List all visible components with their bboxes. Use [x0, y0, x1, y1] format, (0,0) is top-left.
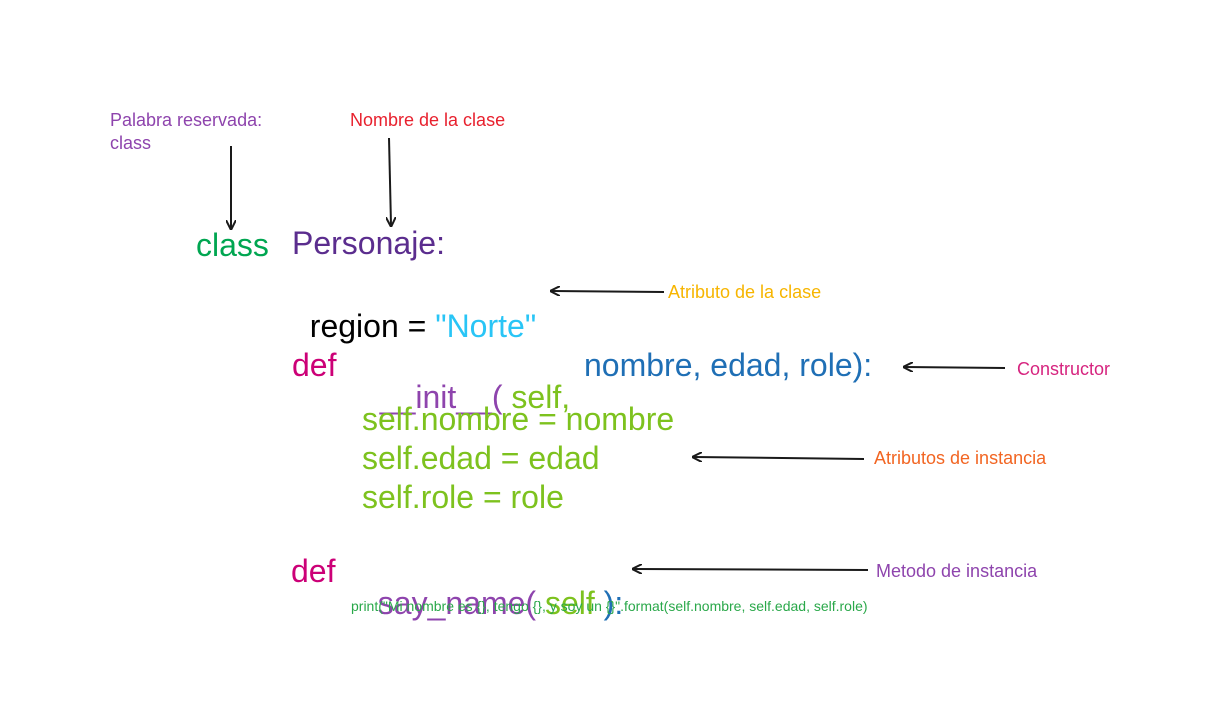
code-say-close: ):: [603, 585, 624, 621]
code-say-name: say_name(: [377, 585, 537, 621]
code-region-value: "Norte": [435, 308, 537, 344]
code-def-keyword-say: def: [291, 553, 336, 589]
annotation-class-name: Nombre de la clase: [350, 110, 506, 130]
annotation-instance-method: Metodo de instancia: [876, 561, 1038, 581]
code-init-line: __init__( self,: [362, 349, 570, 413]
code-region-line: region = "Norte": [292, 278, 536, 342]
annotation-class-attribute: Atributo de la clase: [668, 282, 822, 302]
code-init-self: self,: [502, 379, 571, 415]
code-region-var: region =: [309, 308, 436, 344]
code-say-line: say_name( self ):: [360, 555, 623, 619]
code-init-name: __init__(: [379, 379, 503, 415]
code-init-params: nombre, edad, role):: [584, 347, 873, 383]
arrow-instance-method: [634, 569, 869, 570]
code-def-keyword-init: def: [292, 347, 337, 383]
code-class-keyword: class: [196, 227, 269, 263]
code-say-self: self: [536, 585, 604, 621]
code-assign-edad: self.edad = edad: [362, 440, 600, 476]
code-assign-nombre: self.nombre = nombre: [362, 401, 675, 437]
annotation-constructor: Constructor: [1017, 359, 1111, 379]
arrow-constructor: [905, 367, 1006, 368]
arrow-instance-attributes: [694, 457, 865, 459]
code-class-name: Personaje:: [292, 225, 445, 261]
arrow-class-name: [389, 137, 391, 225]
code-assign-role: self.role = role: [362, 479, 564, 515]
annotation-reserved-word: Palabra reservada:: [110, 110, 263, 130]
arrow-class-attribute: [552, 291, 665, 292]
annotation-instance-attributes: Atributos de instancia: [874, 448, 1047, 468]
code-print-line: print("Mi nombre es {}, tengo {}, y soy …: [351, 598, 868, 614]
annotation-reserved-word-class: class: [110, 133, 152, 153]
